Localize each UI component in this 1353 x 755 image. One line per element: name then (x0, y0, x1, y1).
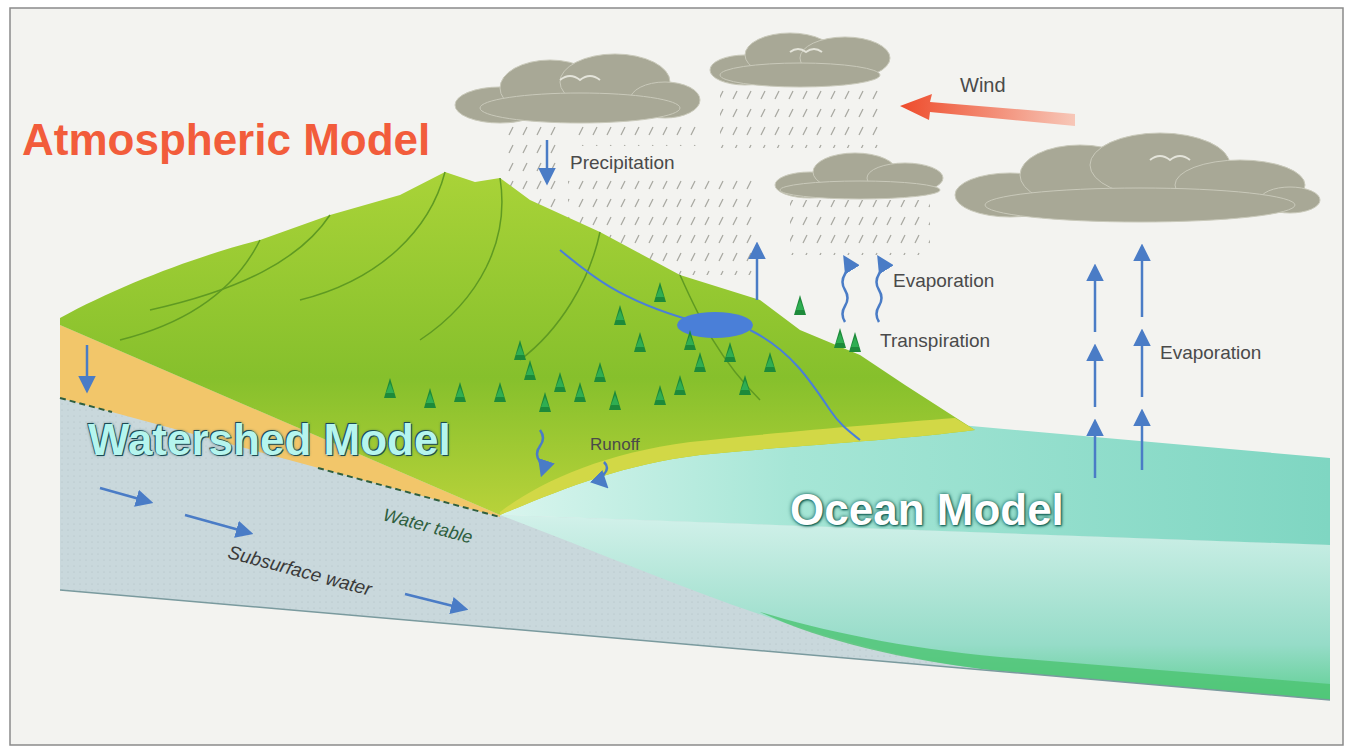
layer-label: Water table (381, 505, 474, 546)
model-label: Watershed Model (88, 418, 451, 462)
layer-label: Subsurface water (226, 542, 374, 599)
process-label: Runoff (590, 436, 640, 453)
model-label: Ocean Model (790, 488, 1064, 532)
model-label: Atmospheric Model (22, 118, 430, 162)
process-label: Transpiration (880, 331, 990, 350)
process-label: Evaporation (1160, 343, 1261, 362)
process-label: Precipitation (570, 153, 675, 172)
process-label: Wind (960, 75, 1006, 95)
process-label: Evaporation (893, 271, 994, 290)
